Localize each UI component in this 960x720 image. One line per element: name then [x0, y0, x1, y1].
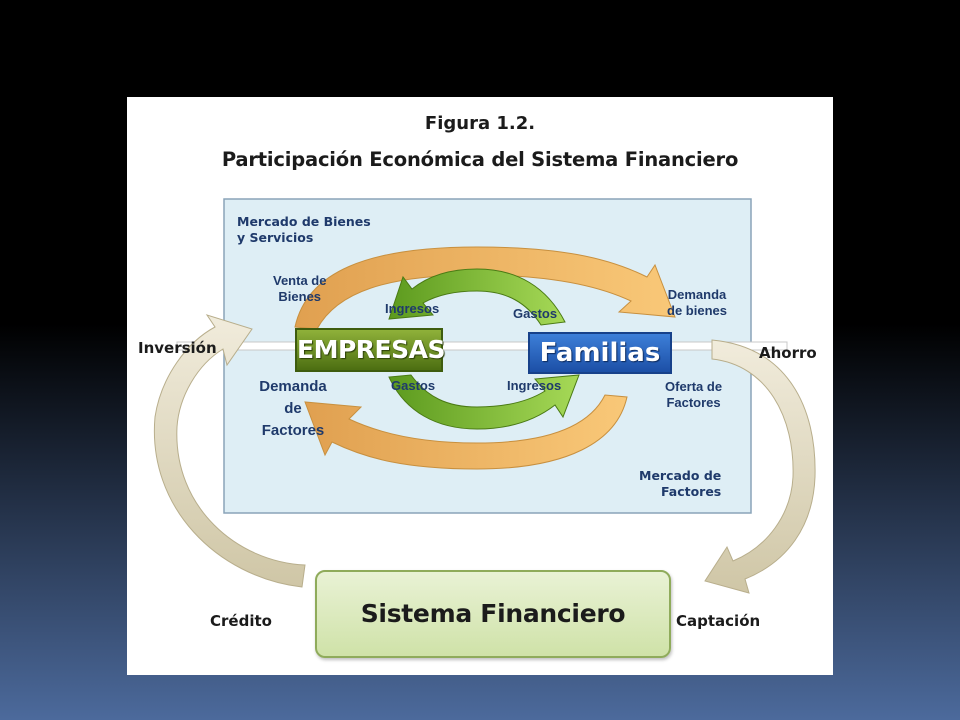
oferta-factores-label: Oferta de Factores — [665, 379, 723, 410]
figure-title: Participación Económica del Sistema Fina… — [221, 148, 739, 171]
orange-arrow-bottom — [304, 394, 628, 470]
credito-label: Crédito — [210, 612, 272, 630]
center-line — [176, 341, 788, 351]
ahorro-arrow — [704, 339, 816, 594]
green-arrow-top — [388, 268, 566, 326]
demanda-bienes-label: Demanda de bienes — [667, 287, 727, 318]
figure-label: Figura 1.2. — [424, 113, 536, 134]
demanda-factores-label: Demanda de Factores — [259, 378, 327, 439]
market-goods-label: Mercado de Bienes y Servicios — [237, 214, 371, 245]
inversion-label: Inversión — [138, 339, 217, 357]
gastos-bottom-label: Gastos — [391, 378, 436, 393]
venta-bienes-label: Venta de Bienes — [273, 273, 327, 304]
familias-block: Familias — [528, 332, 672, 374]
captacion-label: Captación — [676, 612, 761, 630]
empresas-block: EMPRESAS — [295, 328, 445, 372]
ahorro-label: Ahorro — [759, 344, 817, 362]
green-arrow-bottom — [388, 374, 580, 430]
ingresos-bottom-label: Ingresos — [507, 378, 562, 393]
inversion-arrow — [153, 314, 306, 588]
sistema-financiero-block: Sistema Financiero — [315, 570, 671, 658]
flow-diagram — [153, 198, 816, 594]
gastos-top-label: Gastos — [513, 306, 558, 321]
ingresos-top-label: Ingresos — [385, 301, 440, 316]
market-factors-label: Mercado de Factores — [639, 468, 722, 499]
figure-panel: Figura 1.2. Participación Económica del … — [127, 97, 833, 675]
